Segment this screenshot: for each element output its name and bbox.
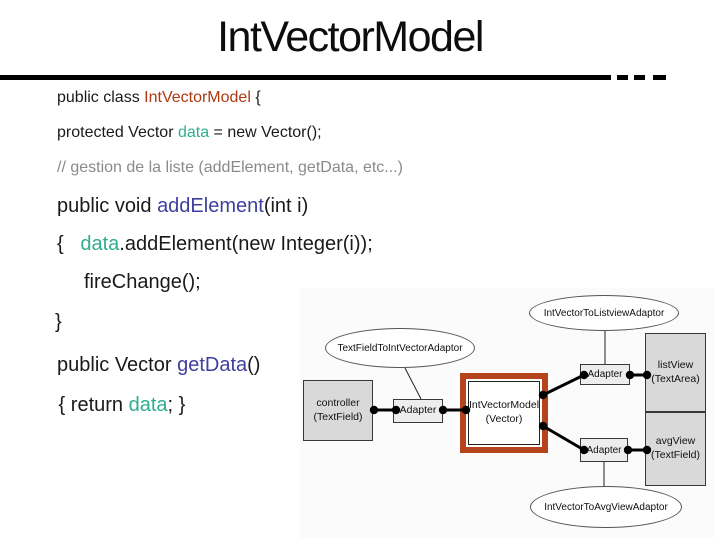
code-line-addelement: public void addElement(int i) <box>57 195 309 217</box>
node-sublabel: (TextArea) <box>651 372 700 385</box>
code-line-comment: // gestion de la liste (addElement, getD… <box>57 159 403 176</box>
node-label: Adapter <box>587 369 623 380</box>
node-label: IntVectorModel <box>468 399 540 412</box>
ellipse-intvector-to-avgview-adaptor: IntVectorToAvgViewAdaptor <box>530 486 682 528</box>
node-label: Adapter <box>399 404 437 417</box>
code-line-body: { data.addElement(new Integer(i)); <box>57 233 373 255</box>
code-line-class-decl: public class IntVectorModel { <box>57 89 261 106</box>
node-listview: listView (TextArea) <box>645 333 706 412</box>
ellipse-label: IntVectorToListviewAdaptor <box>543 307 665 319</box>
node-intvectormodel: IntVectorModel (Vector) <box>460 373 548 453</box>
underline-dash <box>634 75 645 80</box>
node-label: Adapter <box>586 444 622 456</box>
ellipse-intvector-to-listview-adaptor: IntVectorToListviewAdaptor <box>529 295 679 331</box>
node-sublabel: (Vector) <box>485 413 523 425</box>
code-line-field-decl: protected Vector data = new Vector(); <box>57 124 322 141</box>
node-adapter-left: Adapter <box>393 399 443 423</box>
node-adapter-top: Adapter <box>580 364 630 385</box>
underline-dash <box>653 75 666 80</box>
node-label: controller <box>316 396 360 409</box>
ellipse-label: IntVectorToAvgViewAdaptor <box>544 501 668 513</box>
node-sublabel: (TextField) <box>313 410 363 423</box>
code-line-return: { return data; } <box>53 394 186 416</box>
node-controller: controller (TextField) <box>303 380 373 441</box>
page-title: IntVectorModel <box>217 13 484 61</box>
node-avgview: avgView (TextField) <box>645 412 706 486</box>
ellipse-label: TextFieldToIntVectorAdaptor <box>337 342 463 354</box>
node-intvectormodel-inner: IntVectorModel (Vector) <box>468 381 540 445</box>
ellipse-textfield-to-intvector-adaptor: TextFieldToIntVectorAdaptor <box>325 328 475 368</box>
node-label: avgView <box>655 435 696 448</box>
title-underline <box>0 75 611 80</box>
node-sublabel: (TextField) <box>650 449 700 461</box>
underline-dash <box>617 75 628 80</box>
code-line-close-brace: } <box>55 311 62 333</box>
node-adapter-bottom: Adapter <box>580 438 628 462</box>
node-label: listView <box>657 358 694 371</box>
code-line-firechange: fireChange(); <box>84 271 201 293</box>
code-line-getdata: public Vector getData() <box>57 354 261 376</box>
mvc-architecture-diagram: IntVectorToListviewAdaptor TextFieldToIn… <box>300 288 715 538</box>
